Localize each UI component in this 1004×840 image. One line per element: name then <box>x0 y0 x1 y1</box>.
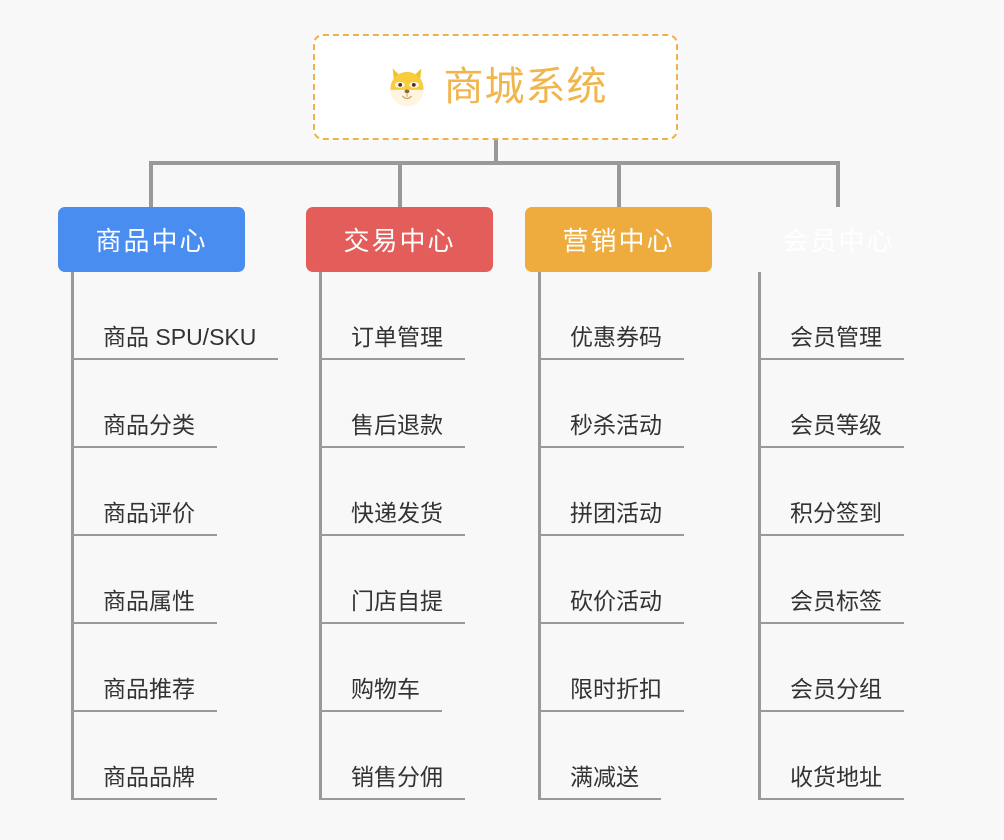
item-label: 优惠券码 <box>538 326 684 360</box>
category-header-product-center[interactable]: 商品中心 <box>58 207 245 272</box>
category-column-product-center: 商品中心 商品 SPU/SKU 商品分类 商品评价 商品属性 商品推荐 商品品牌 <box>58 207 279 800</box>
item-list-member-center: 会员管理 会员等级 积分签到 会员标签 会员分组 收货地址 <box>745 272 932 800</box>
category-title: 营销中心 <box>562 226 675 256</box>
list-item[interactable]: 销售分佣 <box>306 712 493 800</box>
item-label: 商品品牌 <box>71 766 217 800</box>
category-title: 会员中心 <box>782 226 895 256</box>
list-item[interactable]: 商品属性 <box>58 536 245 624</box>
list-item[interactable]: 会员管理 <box>745 272 932 360</box>
category-title: 交易中心 <box>343 226 456 256</box>
list-item[interactable]: 商品评价 <box>58 448 245 536</box>
item-label: 售后退款 <box>319 414 465 448</box>
list-item[interactable]: 收货地址 <box>745 712 932 800</box>
category-header-trade-center[interactable]: 交易中心 <box>306 207 493 272</box>
item-label: 销售分佣 <box>319 766 465 800</box>
category-title: 商品中心 <box>95 226 208 256</box>
category-header-marketing-center[interactable]: 营销中心 <box>525 207 712 272</box>
connector-horizontal-bus <box>149 161 839 165</box>
spine-line <box>71 272 74 800</box>
item-label: 会员分组 <box>758 678 904 712</box>
spine-line <box>538 272 541 800</box>
item-label: 购物车 <box>319 678 442 712</box>
item-label: 满减送 <box>538 766 661 800</box>
connector-drop-member <box>836 161 840 207</box>
root-title: 商城系统 <box>443 65 608 109</box>
list-item[interactable]: 售后退款 <box>306 360 493 448</box>
item-label: 拼团活动 <box>538 502 684 536</box>
item-label: 会员管理 <box>758 326 904 360</box>
item-label: 秒杀活动 <box>538 414 684 448</box>
item-list-trade-center: 订单管理 售后退款 快递发货 门店自提 购物车 销售分佣 <box>306 272 493 800</box>
list-item[interactable]: 砍价活动 <box>525 536 712 624</box>
item-list-marketing-center: 优惠券码 秒杀活动 拼团活动 砍价活动 限时折扣 满减送 <box>525 272 712 800</box>
connector-drop-marketing <box>617 161 621 207</box>
connector-root-stem <box>494 140 498 164</box>
item-label: 收货地址 <box>758 766 904 800</box>
item-label: 订单管理 <box>319 326 465 360</box>
list-item[interactable]: 会员标签 <box>745 536 932 624</box>
list-item[interactable]: 门店自提 <box>306 536 493 624</box>
item-label: 商品分类 <box>71 414 217 448</box>
spine-line <box>758 272 761 800</box>
shiba-dog-face-icon <box>389 68 424 107</box>
list-item[interactable]: 秒杀活动 <box>525 360 712 448</box>
root-node[interactable]: 商城系统 <box>313 34 678 140</box>
item-label: 砍价活动 <box>538 590 684 624</box>
category-header-member-center[interactable]: 会员中心 <box>745 207 932 272</box>
list-item[interactable]: 会员分组 <box>745 624 932 712</box>
list-item[interactable]: 快递发货 <box>306 448 493 536</box>
list-item[interactable]: 购物车 <box>306 624 493 712</box>
category-column-trade-center: 交易中心 订单管理 售后退款 快递发货 门店自提 购物车 销售分佣 <box>306 207 493 800</box>
list-item[interactable]: 优惠券码 <box>525 272 712 360</box>
item-label: 商品评价 <box>71 502 217 536</box>
list-item[interactable]: 商品品牌 <box>58 712 245 800</box>
list-item[interactable]: 限时折扣 <box>525 624 712 712</box>
category-column-marketing-center: 营销中心 优惠券码 秒杀活动 拼团活动 砍价活动 限时折扣 满减送 <box>525 207 712 800</box>
list-item[interactable]: 拼团活动 <box>525 448 712 536</box>
spine-line <box>319 272 322 800</box>
item-label: 积分签到 <box>758 502 904 536</box>
item-label: 商品 SPU/SKU <box>71 326 279 360</box>
connector-drop-trade <box>398 161 402 207</box>
item-list-product-center: 商品 SPU/SKU 商品分类 商品评价 商品属性 商品推荐 商品品牌 <box>58 272 279 800</box>
item-label: 商品推荐 <box>71 678 217 712</box>
item-label: 快递发货 <box>319 502 465 536</box>
category-column-member-center: 会员中心 会员管理 会员等级 积分签到 会员标签 会员分组 收货地址 <box>745 207 932 800</box>
list-item[interactable]: 积分签到 <box>745 448 932 536</box>
list-item[interactable]: 商品分类 <box>58 360 245 448</box>
connector-drop-product <box>149 161 153 207</box>
item-label: 商品属性 <box>71 590 217 624</box>
item-label: 门店自提 <box>319 590 465 624</box>
list-item[interactable]: 会员等级 <box>745 360 932 448</box>
list-item[interactable]: 商品 SPU/SKU <box>58 272 279 360</box>
list-item[interactable]: 订单管理 <box>306 272 493 360</box>
list-item[interactable]: 商品推荐 <box>58 624 245 712</box>
item-label: 会员标签 <box>758 590 904 624</box>
item-label: 会员等级 <box>758 414 904 448</box>
item-label: 限时折扣 <box>538 678 684 712</box>
list-item[interactable]: 满减送 <box>525 712 712 800</box>
